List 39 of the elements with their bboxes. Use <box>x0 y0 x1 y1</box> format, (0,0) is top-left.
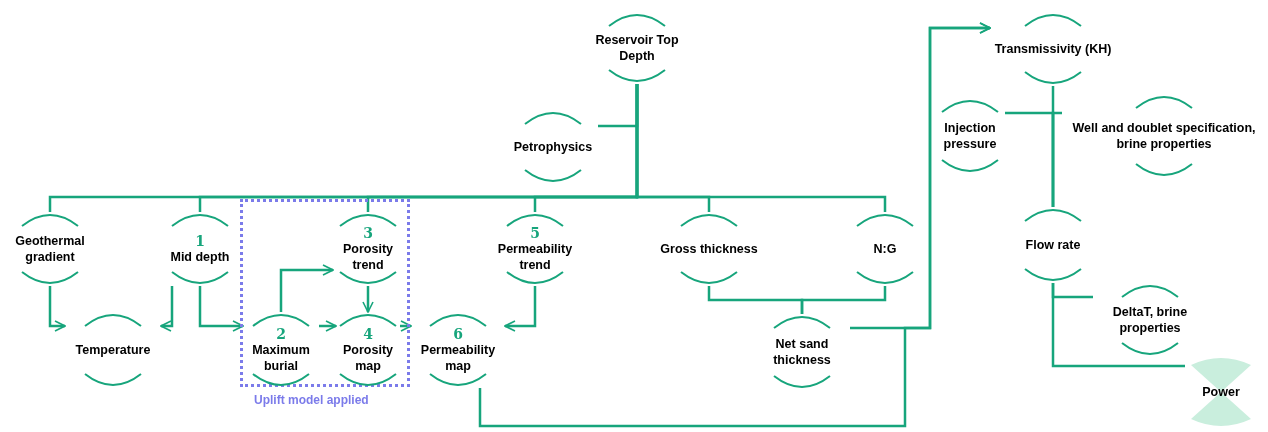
node-label: Transmissivity (KH) <box>994 41 1112 57</box>
node-label: Maximum burial <box>251 341 311 374</box>
connector <box>1051 283 1185 368</box>
step-number: 4 <box>363 326 373 342</box>
node-label: Well and doublet specification, brine properties <box>1071 120 1257 152</box>
connector <box>279 264 334 312</box>
node-label: Power <box>1202 384 1240 400</box>
node-label: Permeability trend <box>496 240 574 273</box>
connector <box>504 286 537 332</box>
connector <box>319 320 337 332</box>
node-label: Porosity map <box>342 341 394 374</box>
step-number: 3 <box>363 225 373 241</box>
step-number: 6 <box>453 326 463 342</box>
region-label: Uplift model applied <box>254 392 369 409</box>
node-label: Net sand thickness <box>772 336 832 368</box>
node-label: Porosity trend <box>342 240 394 273</box>
node-label: DeltaT, brine properties <box>1111 304 1189 336</box>
node-label: Petrophysics <box>513 139 593 155</box>
node-label: Temperature <box>75 342 151 358</box>
node-label: Permeability map <box>419 341 497 374</box>
node-label: N:G <box>873 241 897 257</box>
node-label: Geothermal gradient <box>14 233 86 265</box>
connector <box>160 286 174 332</box>
node-label: Injection pressure <box>942 120 998 152</box>
node-label: Gross thickness <box>660 241 758 257</box>
connector <box>362 286 374 313</box>
connector <box>198 286 244 332</box>
node-label: Reservoir Top Depth <box>594 32 680 64</box>
step-number: 2 <box>276 326 286 342</box>
connector <box>478 22 991 428</box>
connector <box>48 286 66 332</box>
connector <box>635 84 887 212</box>
connector <box>400 320 412 332</box>
connector <box>1051 111 1062 207</box>
node-label: Mid depth <box>170 248 230 265</box>
step-number: 5 <box>530 225 540 241</box>
connector <box>800 286 887 314</box>
node-label: Flow rate <box>1025 237 1081 253</box>
step-number: 1 <box>195 233 205 249</box>
